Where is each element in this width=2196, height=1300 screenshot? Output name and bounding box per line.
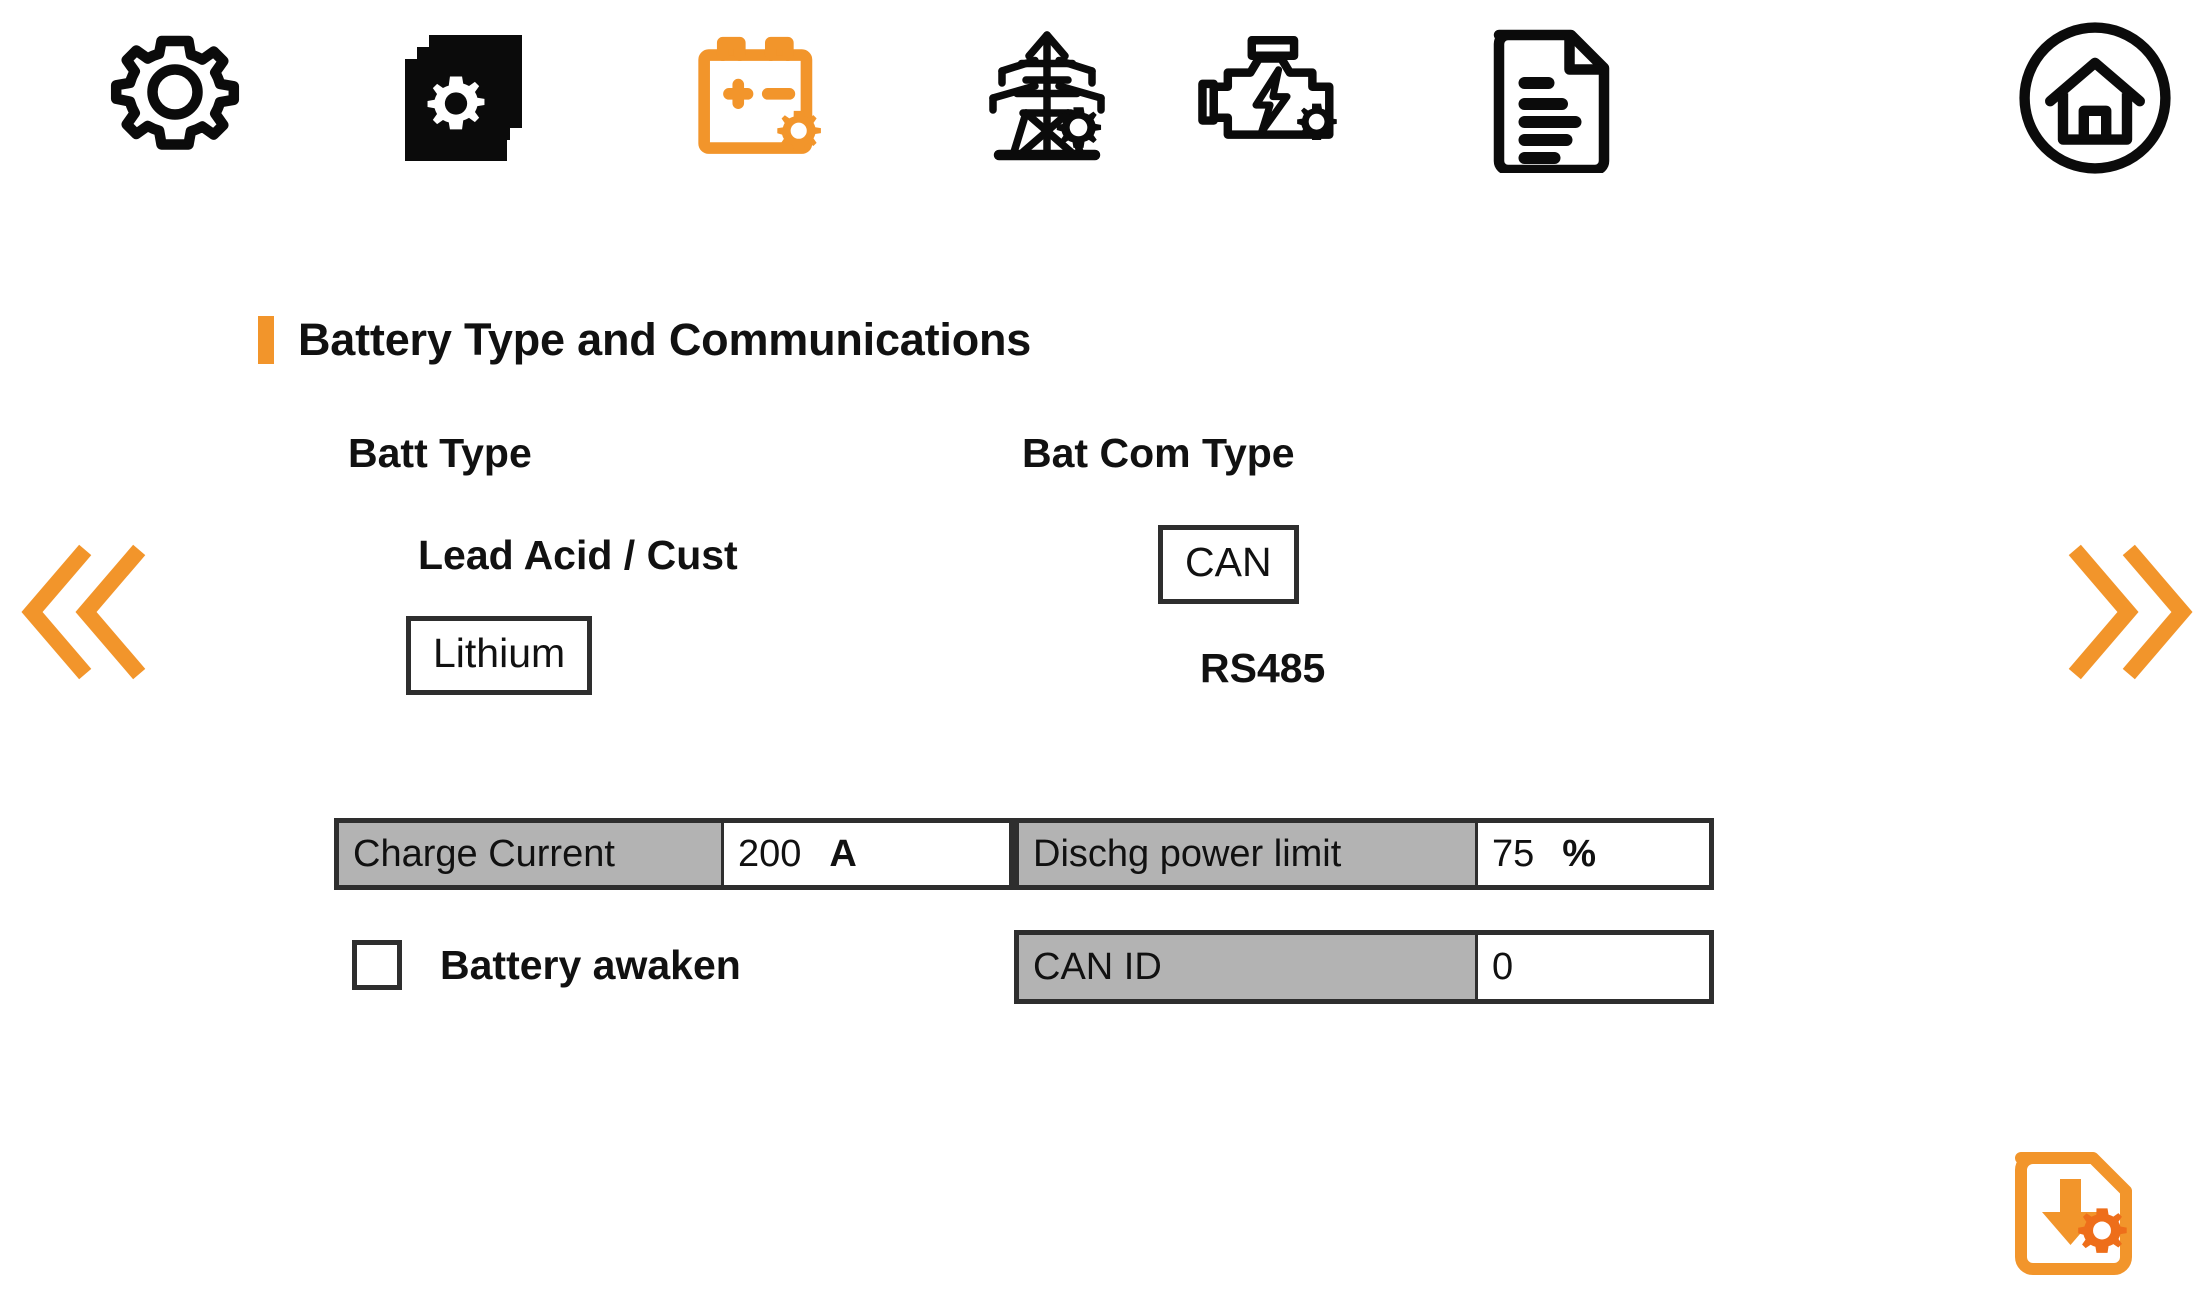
document-icon[interactable] <box>1466 18 1636 178</box>
settings-gear-icon[interactable] <box>90 18 260 178</box>
bat-com-type-label: Bat Com Type <box>1022 430 1295 476</box>
batt-type-option-lithium[interactable]: Lithium <box>406 616 593 695</box>
battery-awaken-row[interactable]: Battery awaken <box>352 940 741 990</box>
bat-com-type-option-rs485[interactable]: RS485 <box>1200 645 1326 691</box>
batt-type-option-lead-acid[interactable]: Lead Acid / Cust <box>418 532 738 578</box>
battery-awaken-checkbox[interactable] <box>352 940 402 990</box>
dischg-power-limit-value: 75 <box>1492 832 1535 875</box>
generator-settings-icon[interactable] <box>1186 18 1356 178</box>
dischg-power-limit-label: Dischg power limit <box>1019 823 1475 885</box>
title-accent-bar <box>258 316 274 364</box>
can-id-value: 0 <box>1492 945 1514 988</box>
battery-settings-icon[interactable] <box>676 18 846 178</box>
charge-current-value-cell[interactable]: 200 A <box>721 823 1009 885</box>
top-toolbar <box>0 18 2196 188</box>
batt-type-group: Batt Type Lead Acid / Cust Lithium <box>348 430 908 695</box>
dischg-power-limit-unit: % <box>1562 832 1597 875</box>
charge-current-label: Charge Current <box>339 823 721 885</box>
home-icon[interactable] <box>2010 18 2180 178</box>
multi-settings-icon[interactable] <box>380 18 550 178</box>
grid-tower-settings-icon[interactable] <box>962 18 1132 178</box>
double-chevron-left-icon[interactable] <box>8 532 158 692</box>
can-id-label: CAN ID <box>1019 935 1475 999</box>
bat-com-type-option-can[interactable]: CAN <box>1158 525 1299 604</box>
charge-current-field[interactable]: Charge Current 200 A <box>334 818 1014 890</box>
save-settings-icon[interactable] <box>2000 1140 2150 1290</box>
can-id-field[interactable]: CAN ID 0 <box>1014 930 1714 1004</box>
dischg-power-limit-value-cell[interactable]: 75 % <box>1475 823 1709 885</box>
battery-awaken-label: Battery awaken <box>440 941 741 988</box>
page-title: Battery Type and Communications <box>258 312 1031 368</box>
batt-type-label: Batt Type <box>348 430 532 476</box>
charge-current-unit: A <box>829 832 857 875</box>
bat-com-type-group: Bat Com Type CAN RS485 <box>1022 430 1502 699</box>
dischg-power-limit-field[interactable]: Dischg power limit 75 % <box>1014 818 1714 890</box>
page-title-text: Battery Type and Communications <box>298 314 1032 365</box>
double-chevron-right-icon[interactable] <box>2052 532 2196 692</box>
charge-current-value: 200 <box>738 832 802 875</box>
can-id-value-cell[interactable]: 0 <box>1475 935 1709 999</box>
